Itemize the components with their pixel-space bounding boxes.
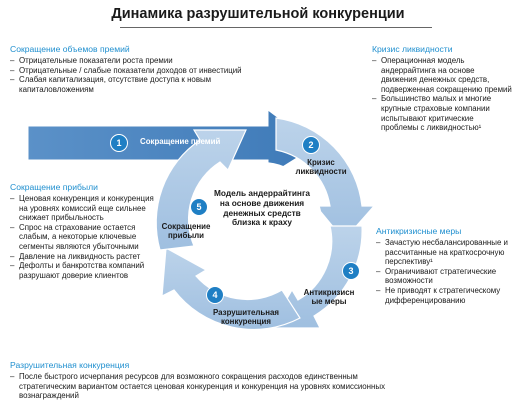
page-title: Динамика разрушительной конкуренции bbox=[111, 6, 405, 22]
list-item: Ограничивают стратегические возможности bbox=[376, 267, 512, 286]
step-5-badge: 5 bbox=[190, 198, 208, 216]
list-item: Спрос на страхование остается слабым, а … bbox=[10, 223, 160, 252]
arrow-1 bbox=[27, 109, 317, 177]
block-heading: Сокращение прибыли bbox=[10, 182, 98, 192]
list-item: Отрицательные показатели роста премии bbox=[10, 56, 310, 66]
list-item: Зачастую несбалансированные и рассчитанн… bbox=[376, 238, 512, 267]
list-item: Дефолты и банкротства компаний разрушают… bbox=[10, 261, 160, 280]
title-underline bbox=[120, 27, 432, 28]
block-liquidity-crisis: Кризис ликвидности Операционная модель а… bbox=[372, 44, 512, 133]
list-item: Давление на ликвидность растет bbox=[10, 252, 160, 262]
block-heading: Разрушительная конкуренция bbox=[10, 360, 130, 370]
step-2-label: Кризис ликвидности bbox=[295, 158, 347, 177]
step-3-label: Антикризисн ые меры bbox=[303, 288, 355, 307]
block-profit-decline: Сокращение прибыли Ценовая конкуренция и… bbox=[10, 182, 160, 280]
list-item: Слабая капитализация, отсутствие доступа… bbox=[10, 75, 249, 94]
step-1-label: Сокращение премий bbox=[140, 137, 221, 146]
step-5-label: Сокращение прибыли bbox=[161, 222, 211, 241]
block-premium-decline: Сокращение объемов премий Отрицательные … bbox=[10, 44, 310, 94]
center-circle bbox=[202, 162, 322, 282]
list-item: Отрицательные / слабые показатели доходо… bbox=[10, 66, 310, 76]
arrow-4 bbox=[161, 247, 301, 331]
block-anti-crisis: Антикризисные меры Зачастую несбалансиро… bbox=[376, 226, 512, 305]
list-item: Операционная модель андеррайтинга на осн… bbox=[372, 56, 512, 94]
step-4-badge: 4 bbox=[206, 286, 224, 304]
center-text: Модель андеррайтинга на основе движения … bbox=[213, 188, 311, 228]
list-item: Не приводят к стратегическому дифференци… bbox=[376, 286, 512, 305]
step-1-badge: 1 bbox=[110, 134, 128, 152]
list-item: Ценовая конкуренция и конкуренция на уро… bbox=[10, 194, 160, 223]
block-heading: Кризис ликвидности bbox=[372, 44, 453, 54]
block-destructive-competition: Разрушительная конкуренция После быстрог… bbox=[10, 360, 406, 401]
block-heading: Сокращение объемов премий bbox=[10, 44, 130, 54]
list-item: Большинство малых и многие крупные страх… bbox=[372, 94, 512, 132]
step-3-badge: 3 bbox=[342, 262, 360, 280]
step-2-badge: 2 bbox=[302, 136, 320, 154]
arrow-2 bbox=[275, 117, 376, 241]
step-4-label: Разрушительная конкуренция bbox=[213, 308, 279, 327]
list-item: После быстрого исчерпания ресурсов для в… bbox=[10, 372, 406, 401]
block-heading: Антикризисные меры bbox=[376, 226, 462, 236]
